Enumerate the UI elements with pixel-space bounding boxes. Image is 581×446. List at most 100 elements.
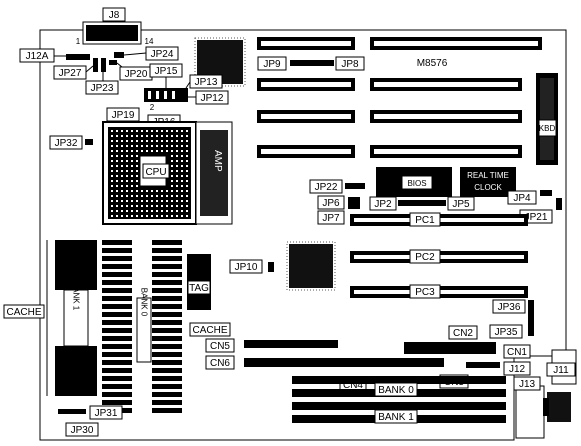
svg-text:BANK 0: BANK 0 [378,385,414,396]
svg-text:J12A: J12A [26,51,49,62]
jp35-label: JP35 [489,324,523,339]
svg-text:J8: J8 [109,10,120,21]
svg-text:JP24: JP24 [151,49,174,60]
jp24-jumper [114,52,124,58]
svg-text:JP27: JP27 [59,68,82,79]
svg-text:PC1: PC1 [415,215,435,226]
jp4-jumper [540,190,552,196]
svg-text:JP2: JP2 [374,199,392,210]
j12a-connector [66,54,90,60]
jp9-label: JP9 [257,56,287,71]
amp-label: AMP [212,150,223,172]
bank1-cache-strip [63,289,89,347]
bank1-left-label: BANK 1 [72,282,81,311]
kbd-label: KBD [538,119,557,137]
jp27-jumper [93,58,98,72]
cache-mid-label: CACHE [189,322,231,337]
bank0-bottom-label: BANK 0 [374,382,418,397]
cn1-label: CN1 [503,344,531,359]
jp7-label: JP7 [317,210,345,225]
svg-text:JP20: JP20 [125,69,148,80]
jp24-label: JP24 [145,46,179,61]
svg-text:JP8: JP8 [341,59,359,70]
jp21-jumper [556,198,562,210]
cn6-connector [244,358,444,367]
jp27-label: JP27 [53,65,87,80]
j13-connector [515,385,545,439]
svg-text:JP30: JP30 [71,425,94,436]
rtc-label-line2: CLOCK [474,183,502,192]
jp10-jumper [268,262,274,272]
cache-chip-bottom [55,346,97,396]
svg-text:JP12: JP12 [201,93,224,104]
svg-text:JP4: JP4 [513,193,531,204]
jp20-jumper [109,60,117,65]
jp30-label: JP30 [65,422,99,437]
cn2-label: CN2 [448,325,478,340]
pin-2-label: 2 [150,103,155,112]
svg-text:JP21: JP21 [525,212,548,223]
svg-text:JP5: JP5 [452,199,470,210]
bank1-bottom-label: BANK 1 [374,409,418,424]
jp36-label: JP36 [492,299,526,314]
svg-text:JP9: JP9 [263,59,281,70]
jp2-jp5-jumpers [398,200,446,206]
svg-text:JP13: JP13 [195,77,218,88]
external-port [547,392,571,422]
jp15-label: JP15 [149,63,183,78]
pc1-label: PC1 [409,212,441,227]
rtc-chip [460,167,516,197]
tag-label: TAG [187,280,211,295]
jp5-label: JP5 [447,196,475,211]
pin-14-label: 14 [145,37,154,46]
jp23-label: JP23 [85,80,119,95]
svg-text:CN4: CN4 [343,380,363,391]
svg-text:J12: J12 [509,364,526,375]
controller-chip [289,244,333,288]
pc3-label: PC3 [409,284,441,299]
jp9-jp8-jumpers [290,60,334,66]
jp4-label: JP4 [507,190,537,205]
cpu-pin-grid [111,130,188,217]
jp32-label: JP32 [49,135,83,150]
jp22-label: JP22 [309,179,343,194]
memory-chip-array [102,240,182,413]
svg-text:JP10: JP10 [235,262,258,273]
jp22-jumper [345,183,365,189]
svg-text:JP23: JP23 [91,83,114,94]
jp12-top-label: JP12 [195,90,229,105]
jp8-label: JP8 [335,56,365,71]
svg-text:CACHE: CACHE [192,325,227,336]
jp6-jumper [348,197,360,209]
jp6-label: JP6 [317,195,345,210]
jp32-jumper [85,139,93,145]
cn6-label: CN6 [205,355,235,370]
cn5-connector [244,340,338,348]
j11-label: J11 [546,362,576,377]
isa-slots [257,37,542,158]
jp10-label: JP10 [229,259,263,274]
j13-label: J13 [513,376,541,391]
svg-text:JP35: JP35 [495,327,518,338]
j8-label: J8 [102,7,126,22]
j12a-label: J12A [19,48,55,63]
board-model: M8576 [417,58,448,69]
jp31-label: JP31 [89,405,123,420]
rtc-label-line1: REAL TIME [467,171,509,180]
pin-1-label: 1 [76,37,81,46]
svg-text:JP36: JP36 [498,302,521,313]
svg-text:JP7: JP7 [322,213,340,224]
jp23-jumper [101,58,106,72]
cn2-connector [404,342,496,354]
cache-chip-top [55,240,97,290]
jp13-label: JP13 [189,74,223,89]
jp2-label: JP2 [369,196,397,211]
svg-text:CN5: CN5 [210,341,230,352]
bank0-mid-strip [136,297,152,363]
svg-text:JP22: JP22 [315,182,338,193]
svg-text:PC3: PC3 [415,287,435,298]
svg-text:JP15: JP15 [155,66,178,77]
svg-text:BANK 1: BANK 1 [378,412,414,423]
bios-label: BIOS [401,175,433,190]
